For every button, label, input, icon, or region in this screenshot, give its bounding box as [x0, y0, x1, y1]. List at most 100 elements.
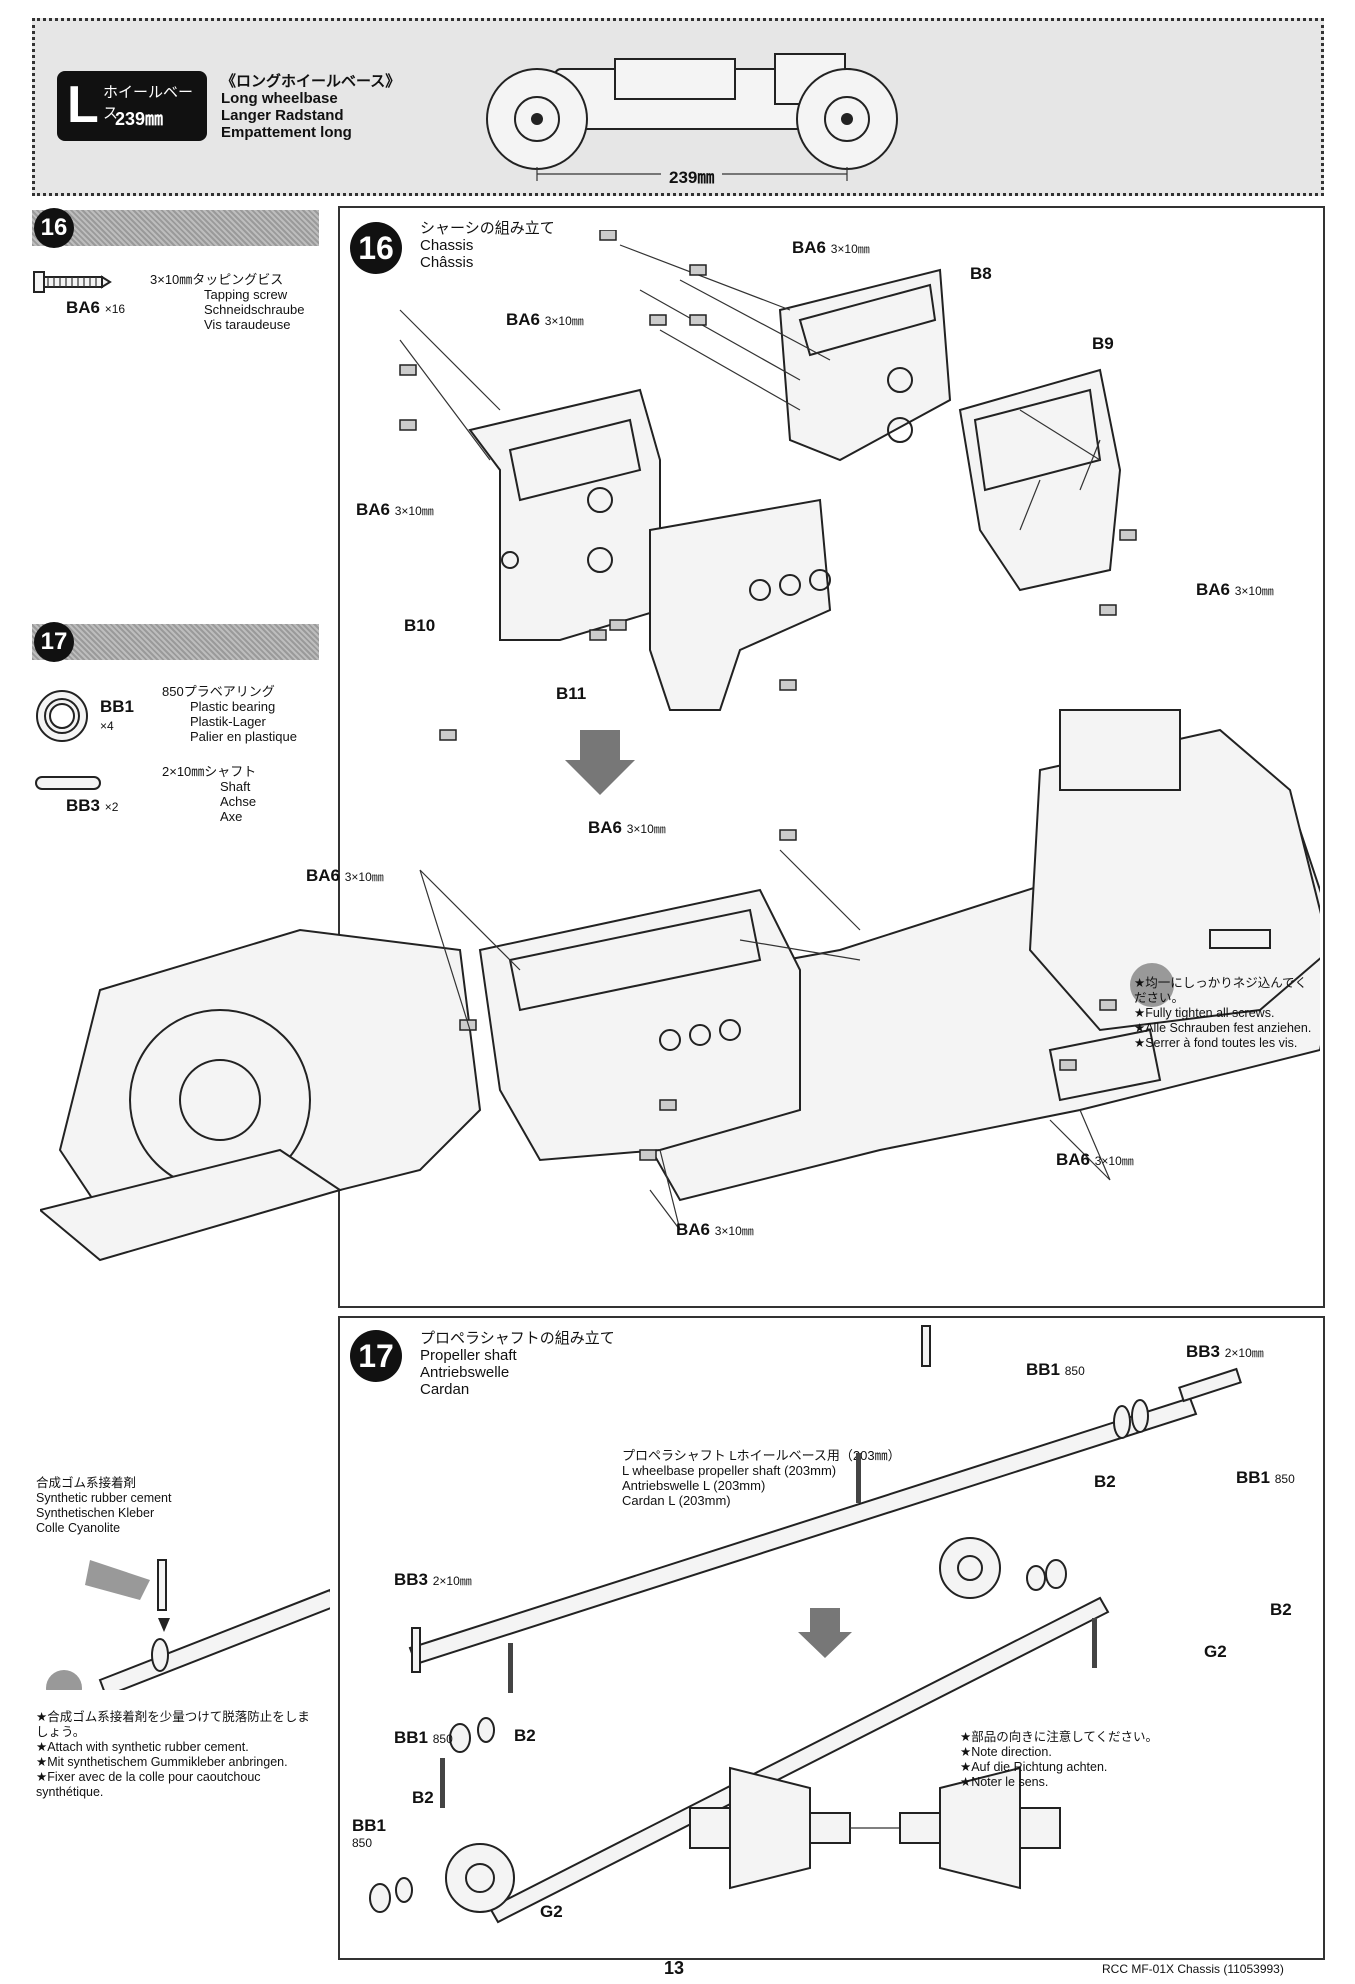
tighten-note-en: ★Fully tighten all screws. [1134, 1006, 1275, 1020]
step17-title: プロペラシャフトの組み立て Propeller shaft Antriebswe… [420, 1330, 615, 1398]
title-fr: Empattement long [221, 124, 352, 141]
screw-de: Schneidschraube [204, 302, 305, 317]
step16-title: シャーシの組み立て Chassis Châssis [420, 220, 555, 271]
callout-b2-d: B2 [412, 1788, 434, 1807]
plastic-bearing-icon [36, 690, 88, 742]
cement-en: Synthetic rubber cement [36, 1491, 172, 1505]
tapping-screw-icon [33, 271, 112, 293]
direction-jp: ★部品の向きに注意してください。 [960, 1730, 1158, 1744]
cement-illustration [46, 1559, 330, 1690]
chassis-title-en: Chassis [420, 237, 474, 254]
bb3-jp: 2×10㎜シャフト [162, 764, 257, 779]
callout-ba6-2: BA6 3×10㎜ [506, 310, 584, 329]
step16-number: 16 [350, 222, 402, 274]
callout-b2-b: B2 [1270, 1600, 1292, 1619]
bb3-de: Achse [220, 794, 257, 809]
cement-note: ★合成ゴム系接着剤を少量つけて脱落防止をしましょう。 ★Attach with … [36, 1710, 318, 1800]
propshaft-title-jp: プロペラシャフトの組み立て [420, 1330, 615, 1347]
screw-fr: Vis taraudeuse [204, 317, 291, 332]
propshaft-desc: プロペラシャフト Lホイールベース用（203㎜） L wheelbase pro… [622, 1448, 901, 1508]
badge-length: 239㎜ [115, 109, 164, 129]
title-jp: 《ロングホイールベース》 [221, 73, 401, 90]
callout-bb1-a: BB1 850 [1026, 1360, 1085, 1379]
b8-frame-part [778, 268, 952, 462]
propshaft-illustration [369, 1325, 1242, 1924]
screw-jp: 3×10㎜タッピングビス [150, 272, 284, 287]
bb1-bearing-icons [369, 1559, 1067, 1913]
bb1-code: BB1 [100, 697, 135, 716]
bb1-qty: ×4 [100, 719, 114, 733]
bb3-fr: Axe [220, 809, 243, 824]
cement-note-de: ★Mit synthetischem Gummikleber anbringen… [36, 1755, 288, 1769]
cement-tube-icon [85, 1560, 150, 1600]
chassis-assembly-illustration [40, 230, 1320, 1262]
wheelbase-badge: L ホイールベース 239㎜ [57, 71, 207, 141]
chassis-title-jp: シャーシの組み立て [420, 220, 555, 237]
wheelbase-header: L ホイールベース 239㎜ 《ロングホイールベース》 Long wheelba… [32, 18, 1324, 196]
badge-label: ホイールベース [103, 84, 194, 122]
step16-part-desc: 3×10㎜タッピングビス Tapping screw Schneidschrau… [150, 272, 304, 332]
ba6-qty: ×16 [104, 302, 126, 316]
cement-note-jp: ★合成ゴム系接着剤を少量つけて脱落防止をしましょう。 [36, 1710, 310, 1739]
callout-b10: B10 [404, 616, 436, 635]
assembly-arrow-icon [565, 730, 635, 795]
callout-ba6-4: BA6 3×10㎜ [1196, 580, 1274, 599]
shaft-icon [35, 776, 101, 790]
step17-sidebar-number: 17 [34, 622, 74, 662]
callout-bb1-b: BB1 850 [1236, 1468, 1295, 1487]
bb1-sidebar-label: BB1 ×4 [100, 698, 134, 735]
callout-b9: B9 [1092, 334, 1114, 353]
note-marker-icon [1130, 963, 1174, 1007]
propshaft-fr: Cardan L (203mm) [622, 1493, 731, 1508]
cement-fr: Colle Cyanolite [36, 1521, 121, 1535]
cement-label: 合成ゴム系接着剤 Synthetic rubber cement Synthet… [36, 1476, 276, 1536]
title-de: Langer Radstand [221, 107, 344, 124]
cement-de: Synthetischen Kleber [36, 1506, 155, 1520]
step17-number: 17 [350, 1330, 402, 1382]
propeller-shaft-bottom [488, 1596, 1110, 1924]
callout-ba6-5: BA6 3×10㎜ [588, 818, 666, 837]
callout-b2-a: B2 [1094, 1472, 1116, 1491]
chassis-side-illustration [486, 53, 898, 181]
tighten-note: ★均一にしっかりネジ込んでください。 ★Fully tighten all sc… [1134, 976, 1316, 1051]
callout-ba6-8: BA6 3×10㎜ [676, 1220, 754, 1239]
bb3-qty: ×2 [104, 800, 119, 814]
b10-frame-part [468, 388, 661, 641]
callout-b2-c: B2 [514, 1726, 536, 1745]
chassis-assembled [40, 709, 1320, 1262]
bb3-desc: 2×10㎜シャフト Shaft Achse Axe [162, 764, 256, 824]
badge-letter: L [67, 76, 99, 134]
step16-part-code: BA6 ×16 [66, 298, 125, 318]
cement-jp: 合成ゴム系接着剤 [36, 1476, 137, 1490]
direction-note: ★部品の向きに注意してください。 ★Note direction. ★Auf d… [960, 1730, 1200, 1790]
propshaft-de: Antriebswelle L (203mm) [622, 1478, 766, 1493]
g2-gear-left-icon [445, 1843, 515, 1913]
callout-ba6-6: BA6 3×10㎜ [306, 866, 384, 885]
bb3-sidebar-label: BB3 ×2 [66, 796, 118, 816]
callout-b8: B8 [970, 264, 992, 283]
callout-bb3-a: BB3 2×10㎜ [1186, 1342, 1264, 1361]
tighten-note-fr: ★Serrer à fond toutes les vis. [1134, 1036, 1298, 1050]
propshaft-title-fr: Cardan [420, 1381, 470, 1398]
callout-b11: B11 [556, 684, 587, 703]
callout-ba6-1: BA6 3×10㎜ [792, 238, 870, 257]
front-wheel-icon [486, 68, 588, 170]
propshaft-title-en: Propeller shaft [420, 1347, 517, 1364]
callout-g2-a: G2 [1204, 1642, 1227, 1661]
tighten-note-de: ★Alle Schrauben fest anziehen. [1134, 1021, 1312, 1035]
callout-ba6-7: BA6 3×10㎜ [1056, 1150, 1134, 1169]
b11-frame-part [649, 498, 832, 711]
cement-note-en: ★Attach with synthetic rubber cement. [36, 1740, 249, 1754]
propshaft-arrow-icon [798, 1608, 852, 1658]
screw-en: Tapping screw [204, 287, 288, 302]
bb3-en: Shaft [220, 779, 251, 794]
bb1-en: Plastic bearing [190, 699, 276, 714]
chassis-title-fr: Châssis [420, 254, 474, 271]
direction-en: ★Note direction. [960, 1745, 1052, 1759]
callout-g2-b: G2 [540, 1902, 563, 1921]
bb3-code: BB3 [66, 796, 101, 815]
propshaft-title-de: Antriebswelle [420, 1364, 510, 1381]
title-en: Long wheelbase [221, 90, 338, 107]
callout-bb3-b: BB3 2×10㎜ [394, 1570, 472, 1589]
cement-note-fr: ★Fixer avec de la colle pour caoutchouc … [36, 1770, 261, 1799]
